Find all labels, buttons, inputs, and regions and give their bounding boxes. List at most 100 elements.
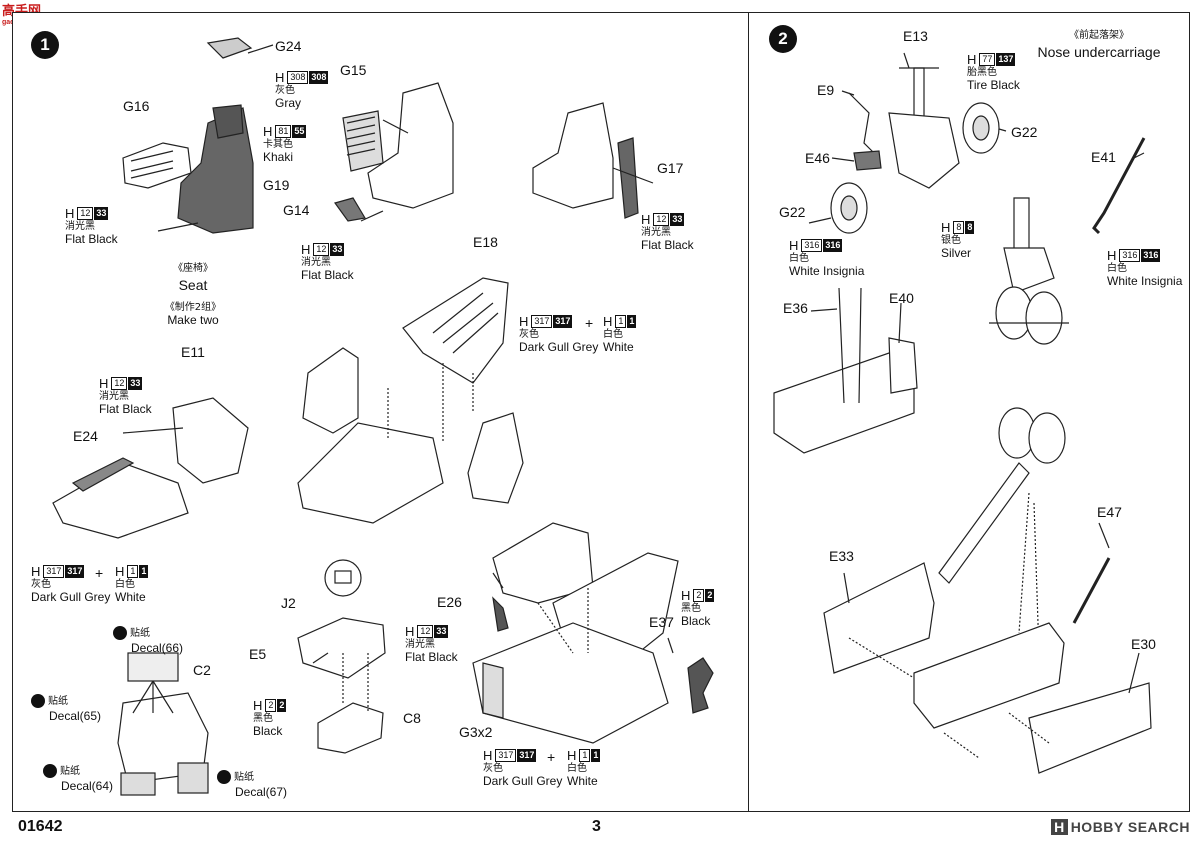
step2-number: 2 — [769, 25, 797, 53]
step2-title: 《前起落架》 Nose undercarriage — [1019, 28, 1179, 60]
paint-h: H — [115, 564, 125, 579]
paint-code-alt: 8 — [965, 221, 975, 234]
paint-h: H — [405, 624, 415, 639]
paint-name-en: Flat Black — [641, 238, 694, 252]
paint-name-en: Silver — [941, 246, 972, 260]
step2-drawings — [773, 52, 1152, 774]
decal-en: Decal(67) — [235, 785, 288, 799]
paint-code: 316 — [1119, 249, 1141, 262]
paint-code: 12 — [417, 625, 434, 638]
paint-name-cn: 白色 — [789, 253, 809, 264]
step2-title-cn: 《前起落架》 — [1069, 30, 1129, 41]
paint-name-en: Flat Black — [301, 268, 354, 282]
kit-code: 01642 — [18, 818, 63, 835]
decal-cn: 贴纸 — [60, 766, 80, 777]
paint-name-en: White — [115, 590, 146, 604]
decal-64: 贴纸 Decal(64) — [43, 763, 113, 793]
paint-h: H — [253, 698, 263, 713]
paint-code-alt: 1 — [627, 315, 637, 328]
decal-icon — [43, 763, 57, 778]
part-e47: E47 — [1097, 504, 1122, 520]
part-e30: E30 — [1131, 636, 1156, 652]
paint-h: H — [519, 314, 529, 329]
part-e41: E41 — [1091, 149, 1116, 165]
step1-panel: 1 G24 G15 G16 G19 G14 G17 E18 E11 E24 J2… — [12, 12, 749, 812]
decal-67: 贴纸 Decal(67) — [217, 769, 287, 799]
part-e18: E18 — [473, 234, 498, 250]
paint-code-alt: 33 — [128, 377, 143, 390]
part-g19: G19 — [263, 177, 290, 193]
paint-code: 1 — [579, 749, 591, 762]
paint-code: 81 — [275, 125, 292, 138]
part-g16: G16 — [123, 98, 150, 114]
paint-code-alt: 308 — [309, 71, 329, 84]
paint-name-cn: 灰色 — [31, 579, 51, 590]
decal-icon — [113, 625, 127, 640]
part-e36: E36 — [783, 300, 808, 316]
paint-name-cn: 消光黑 — [405, 639, 435, 650]
paint-name-cn: 白色 — [1107, 263, 1127, 274]
part-e26: E26 — [437, 594, 462, 610]
paint-name-cn: 消光黑 — [99, 391, 129, 402]
paint-h: H — [275, 70, 285, 85]
paint-name-en: Black — [253, 724, 283, 738]
decal-icon — [217, 769, 231, 784]
paint-code: 1 — [615, 315, 627, 328]
paint-code-alt: 317 — [553, 315, 573, 328]
paint-name-en: Khaki — [263, 150, 294, 164]
paint-h: H — [567, 748, 577, 763]
paint-name-en: White Insignia — [1107, 274, 1183, 288]
paint-code: 317 — [43, 565, 65, 578]
paint-code: 12 — [77, 207, 94, 220]
paint-name-cn: 银色 — [941, 235, 961, 246]
seat-title-cn: 《座椅》 — [173, 263, 213, 274]
paint-code: 12 — [653, 213, 670, 226]
paint-code-alt: 316 — [823, 239, 843, 252]
paint-code-alt: 1 — [591, 749, 601, 762]
paint-name-cn: 灰色 — [519, 329, 539, 340]
paint-h: H — [301, 242, 311, 257]
paint-name-cn: 卡其色 — [263, 139, 293, 150]
paint-name-en: Dark Gull Grey — [31, 590, 111, 604]
page-number: 3 — [592, 818, 601, 835]
paint-code-alt: 137 — [996, 53, 1016, 66]
paint-code-alt: 33 — [670, 213, 685, 226]
paint-code-alt: 2 — [705, 589, 715, 602]
paint-code-alt: 55 — [292, 125, 307, 138]
paint-name-cn: 黑色 — [681, 603, 701, 614]
paint-h: H — [483, 748, 493, 763]
make-two-en: Make two — [167, 313, 219, 327]
paint-h: H — [681, 588, 691, 603]
part-g22-a: G22 — [1011, 124, 1038, 140]
paint-code-alt: 33 — [434, 625, 449, 638]
paint-name-en: Flat Black — [405, 650, 458, 664]
paint-h: H — [967, 52, 977, 67]
decal-en: Decal(66) — [131, 641, 184, 655]
plus-sign: + — [95, 565, 104, 581]
paint-code-alt: 1 — [139, 565, 149, 578]
paint-code: 317 — [495, 749, 517, 762]
hobby-search-text: HOBBY SEARCH — [1070, 819, 1190, 835]
part-e40: E40 — [889, 290, 914, 306]
paint-code: 12 — [313, 243, 330, 256]
paint-name-cn: 白色 — [567, 763, 587, 774]
paint-h: H — [263, 124, 273, 139]
decal-66: 贴纸 Decal(66) — [113, 625, 183, 655]
part-e37: E37 — [649, 614, 674, 630]
paint-code: 317 — [531, 315, 553, 328]
paint-code: 8 — [953, 221, 965, 234]
decal-en: Decal(64) — [61, 779, 114, 793]
make-two-cn: 《制作2组》 — [164, 302, 222, 313]
